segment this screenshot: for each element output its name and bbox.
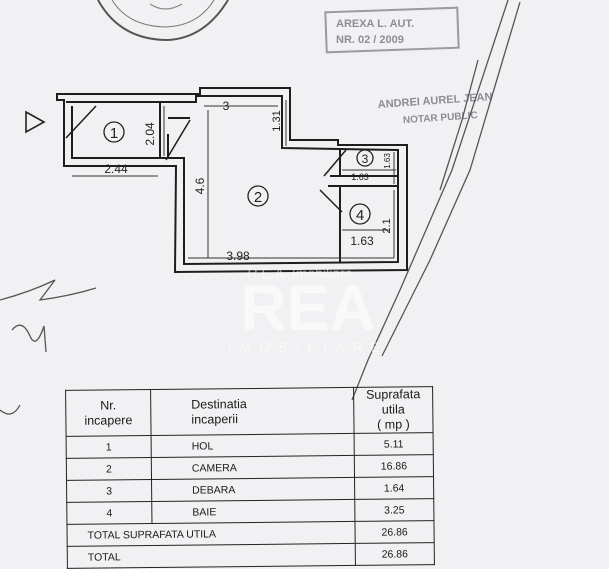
header-room-number-text: Nr. incapere (84, 397, 133, 428)
room-3-number: 3 (362, 152, 369, 166)
table-header-row: Nr. incapere Destinatia incaperii Supraf… (65, 386, 434, 437)
header-room-use: Destinatia incaperii (150, 387, 355, 436)
dim-room4-width: 1.63 (350, 234, 374, 248)
notary-stamp-title: NOTAR PUBLIC (403, 110, 478, 126)
archive-stamp: AREXA L. AUT. NR. 02 / 2009 (324, 6, 460, 54)
cell-room-number: 3 (66, 479, 152, 503)
room-1-number: 1 (110, 125, 118, 142)
cell-room-area: 1.64 (354, 476, 434, 500)
cell-room-area: 5.11 (354, 432, 434, 456)
cell-room-area: 16.86 (354, 454, 434, 478)
cell-room-use: CAMERA (151, 455, 355, 480)
room-2-marker (247, 185, 269, 207)
area-table: Nr. incapere Destinatia incaperii Supraf… (65, 386, 435, 569)
dim-room4-height: 2.1 (381, 218, 393, 233)
room-1-marker (103, 121, 125, 143)
dim-top-width: 3 (223, 99, 230, 113)
dim-room3-height: 1.63 (383, 153, 392, 169)
archive-stamp-line-2: NR. 02 / 2009 (336, 34, 404, 46)
dimension-labels: 2.44 2.04 3 1.31 4.6 1.63 1.63 2.1 1.63 … (104, 99, 393, 263)
header-room-number: Nr. incapere (65, 389, 152, 437)
watermark-large-text: REA (240, 272, 375, 344)
header-useful-area: Suprafata utila ( mp ) (353, 386, 434, 434)
watermark-subtext: IMOBILIARE (228, 339, 388, 355)
signature-strokes (0, 0, 521, 415)
total-area: 26.86 (355, 542, 435, 566)
round-seal-stamp (97, 0, 229, 42)
archive-stamp-line-1: AREXA L. AUT. (336, 18, 414, 30)
room-4-marker (349, 203, 371, 225)
total-label: TOTAL (67, 543, 356, 569)
walls (56, 87, 408, 274)
room-3-marker (356, 149, 374, 167)
watermark-small-text: R.E.A. Imobiliare (247, 265, 352, 281)
cell-room-number: 4 (66, 501, 152, 525)
dim-top-offset: 1.31 (271, 110, 283, 131)
dim-room2-height: 4.6 (193, 177, 207, 194)
header-useful-area-text: Suprafata utila ( mp ) (365, 387, 421, 432)
cell-room-use: HOL (151, 433, 355, 458)
total-row: TOTAL 26.86 (67, 542, 435, 569)
dim-room3-width: 1.63 (351, 172, 369, 182)
cell-room-number: 2 (66, 457, 152, 481)
entrance-arrow-icon (25, 110, 46, 134)
dim-room1-width: 2.44 (104, 162, 128, 176)
cell-room-area: 3.25 (354, 498, 434, 522)
header-room-use-text: Destinatia incaperii (191, 396, 247, 427)
dimension-lines (72, 100, 396, 259)
total-useful-area: 26.86 (354, 520, 435, 544)
room-labels: 1 2 3 4 (103, 121, 374, 225)
room-4-number: 4 (356, 207, 364, 224)
cell-room-use: BAIE (151, 499, 355, 524)
door-swings (65, 105, 347, 213)
dim-bottom-width: 3.98 (226, 249, 250, 263)
watermark: R.E.A. Imobiliare REA IMOBILIARE (228, 265, 388, 355)
total-useful-label: TOTAL SUPRAFATA UTILA (66, 521, 356, 547)
dim-room1-height: 2.04 (143, 122, 157, 146)
cell-room-number: 1 (66, 435, 152, 459)
room-2-number: 2 (254, 189, 262, 206)
cell-room-use: DEBARA (151, 477, 355, 502)
